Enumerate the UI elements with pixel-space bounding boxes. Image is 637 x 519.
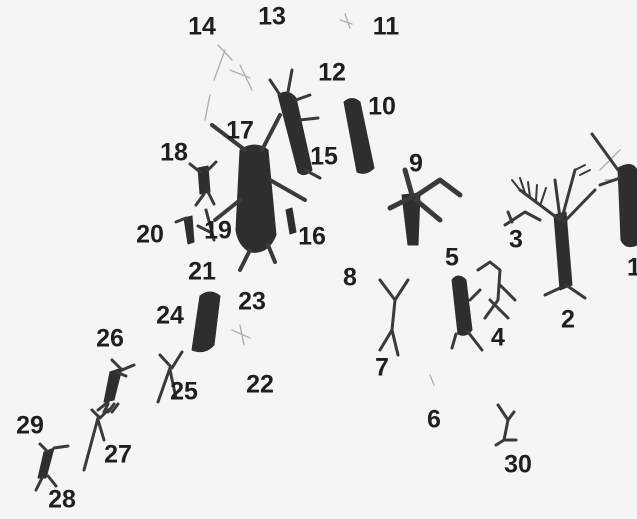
label-15: 15 bbox=[310, 145, 338, 170]
label-14: 14 bbox=[188, 15, 216, 40]
label-26: 26 bbox=[96, 327, 124, 352]
label-23: 23 bbox=[238, 290, 266, 315]
figure-7 bbox=[380, 280, 408, 355]
figure-3 bbox=[505, 212, 540, 225]
label-5: 5 bbox=[445, 246, 459, 271]
label-1: 1 bbox=[627, 256, 637, 281]
label-12: 12 bbox=[318, 61, 346, 86]
label-21: 21 bbox=[188, 260, 216, 285]
label-24: 24 bbox=[156, 304, 184, 329]
figure-4 bbox=[470, 262, 515, 318]
label-18: 18 bbox=[160, 141, 188, 166]
label-4: 4 bbox=[491, 326, 505, 351]
figure-5 bbox=[452, 276, 482, 350]
figure-1 bbox=[592, 134, 637, 247]
label-9: 9 bbox=[409, 152, 423, 177]
label-17: 17 bbox=[226, 119, 254, 144]
label-7: 7 bbox=[375, 356, 389, 381]
label-30: 30 bbox=[504, 453, 532, 478]
figure-16 bbox=[286, 208, 296, 234]
label-25: 25 bbox=[170, 380, 198, 405]
figure-24 bbox=[192, 292, 220, 352]
label-20: 20 bbox=[136, 223, 164, 248]
label-28: 28 bbox=[48, 488, 76, 513]
label-19: 19 bbox=[204, 219, 232, 244]
label-3: 3 bbox=[509, 228, 523, 253]
label-22: 22 bbox=[246, 373, 274, 398]
figure-28-29 bbox=[36, 444, 68, 490]
figure-30 bbox=[496, 405, 516, 445]
label-27: 27 bbox=[104, 443, 132, 468]
figure-9 bbox=[390, 170, 460, 245]
label-13: 13 bbox=[258, 5, 286, 30]
label-16: 16 bbox=[298, 225, 326, 250]
figure-2 bbox=[512, 165, 595, 298]
label-8: 8 bbox=[343, 266, 357, 291]
label-11: 11 bbox=[373, 15, 399, 40]
label-2: 2 bbox=[561, 308, 575, 333]
label-10: 10 bbox=[368, 95, 396, 120]
label-29: 29 bbox=[16, 414, 44, 439]
label-6: 6 bbox=[427, 408, 441, 433]
figure-26 bbox=[98, 360, 134, 410]
figure-18 bbox=[190, 162, 216, 205]
